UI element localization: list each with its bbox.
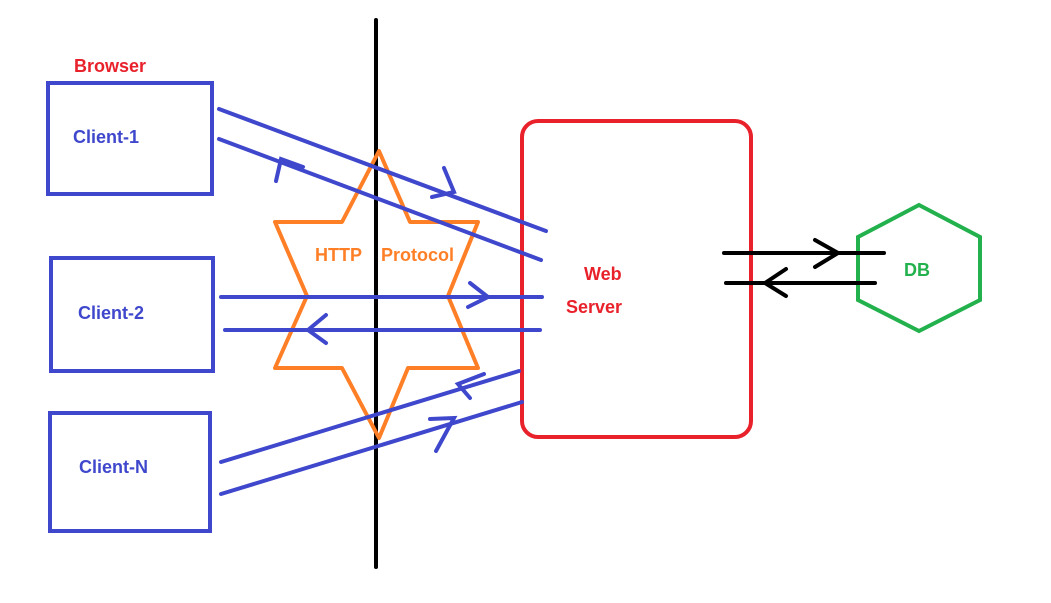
client-n-response-arrowhead [454, 372, 486, 400]
client-n-box [48, 411, 212, 533]
client-2-response-arrowhead [304, 313, 328, 345]
db-label: DB [904, 260, 930, 280]
client-2-request-arrowhead [466, 281, 492, 309]
web-label: Web [584, 264, 622, 284]
client-1-connections [217, 107, 548, 262]
client-n-response-line [219, 369, 521, 464]
client-1-request-line [217, 107, 548, 233]
browser-label: Browser [74, 56, 147, 76]
client-n-request-line [219, 400, 524, 496]
client-n-request-arrowhead [428, 415, 458, 453]
protocol-label: Protocol [381, 245, 455, 265]
client-1-response-arrowhead [274, 156, 305, 183]
db-to-server-arrowhead [761, 267, 788, 298]
server-label: Server [566, 297, 623, 317]
server-to-db-arrowhead [813, 238, 842, 269]
client-2-box [49, 256, 215, 373]
http-protocol-star [273, 149, 480, 440]
client-n-label: Client-N [79, 457, 148, 477]
client-1-request-arrowhead [430, 166, 457, 199]
server-db-connections [722, 238, 886, 298]
client-1-label: Client-1 [73, 127, 140, 147]
client-2-connections [219, 281, 544, 345]
client-2-label: Client-2 [78, 303, 145, 323]
http-label: HTTP [315, 245, 362, 265]
db-hexagon [856, 202, 982, 334]
client-n-connections [219, 369, 524, 496]
web-server-box [520, 119, 753, 439]
client-1-box [46, 81, 214, 196]
client-1-response-line [217, 137, 543, 262]
